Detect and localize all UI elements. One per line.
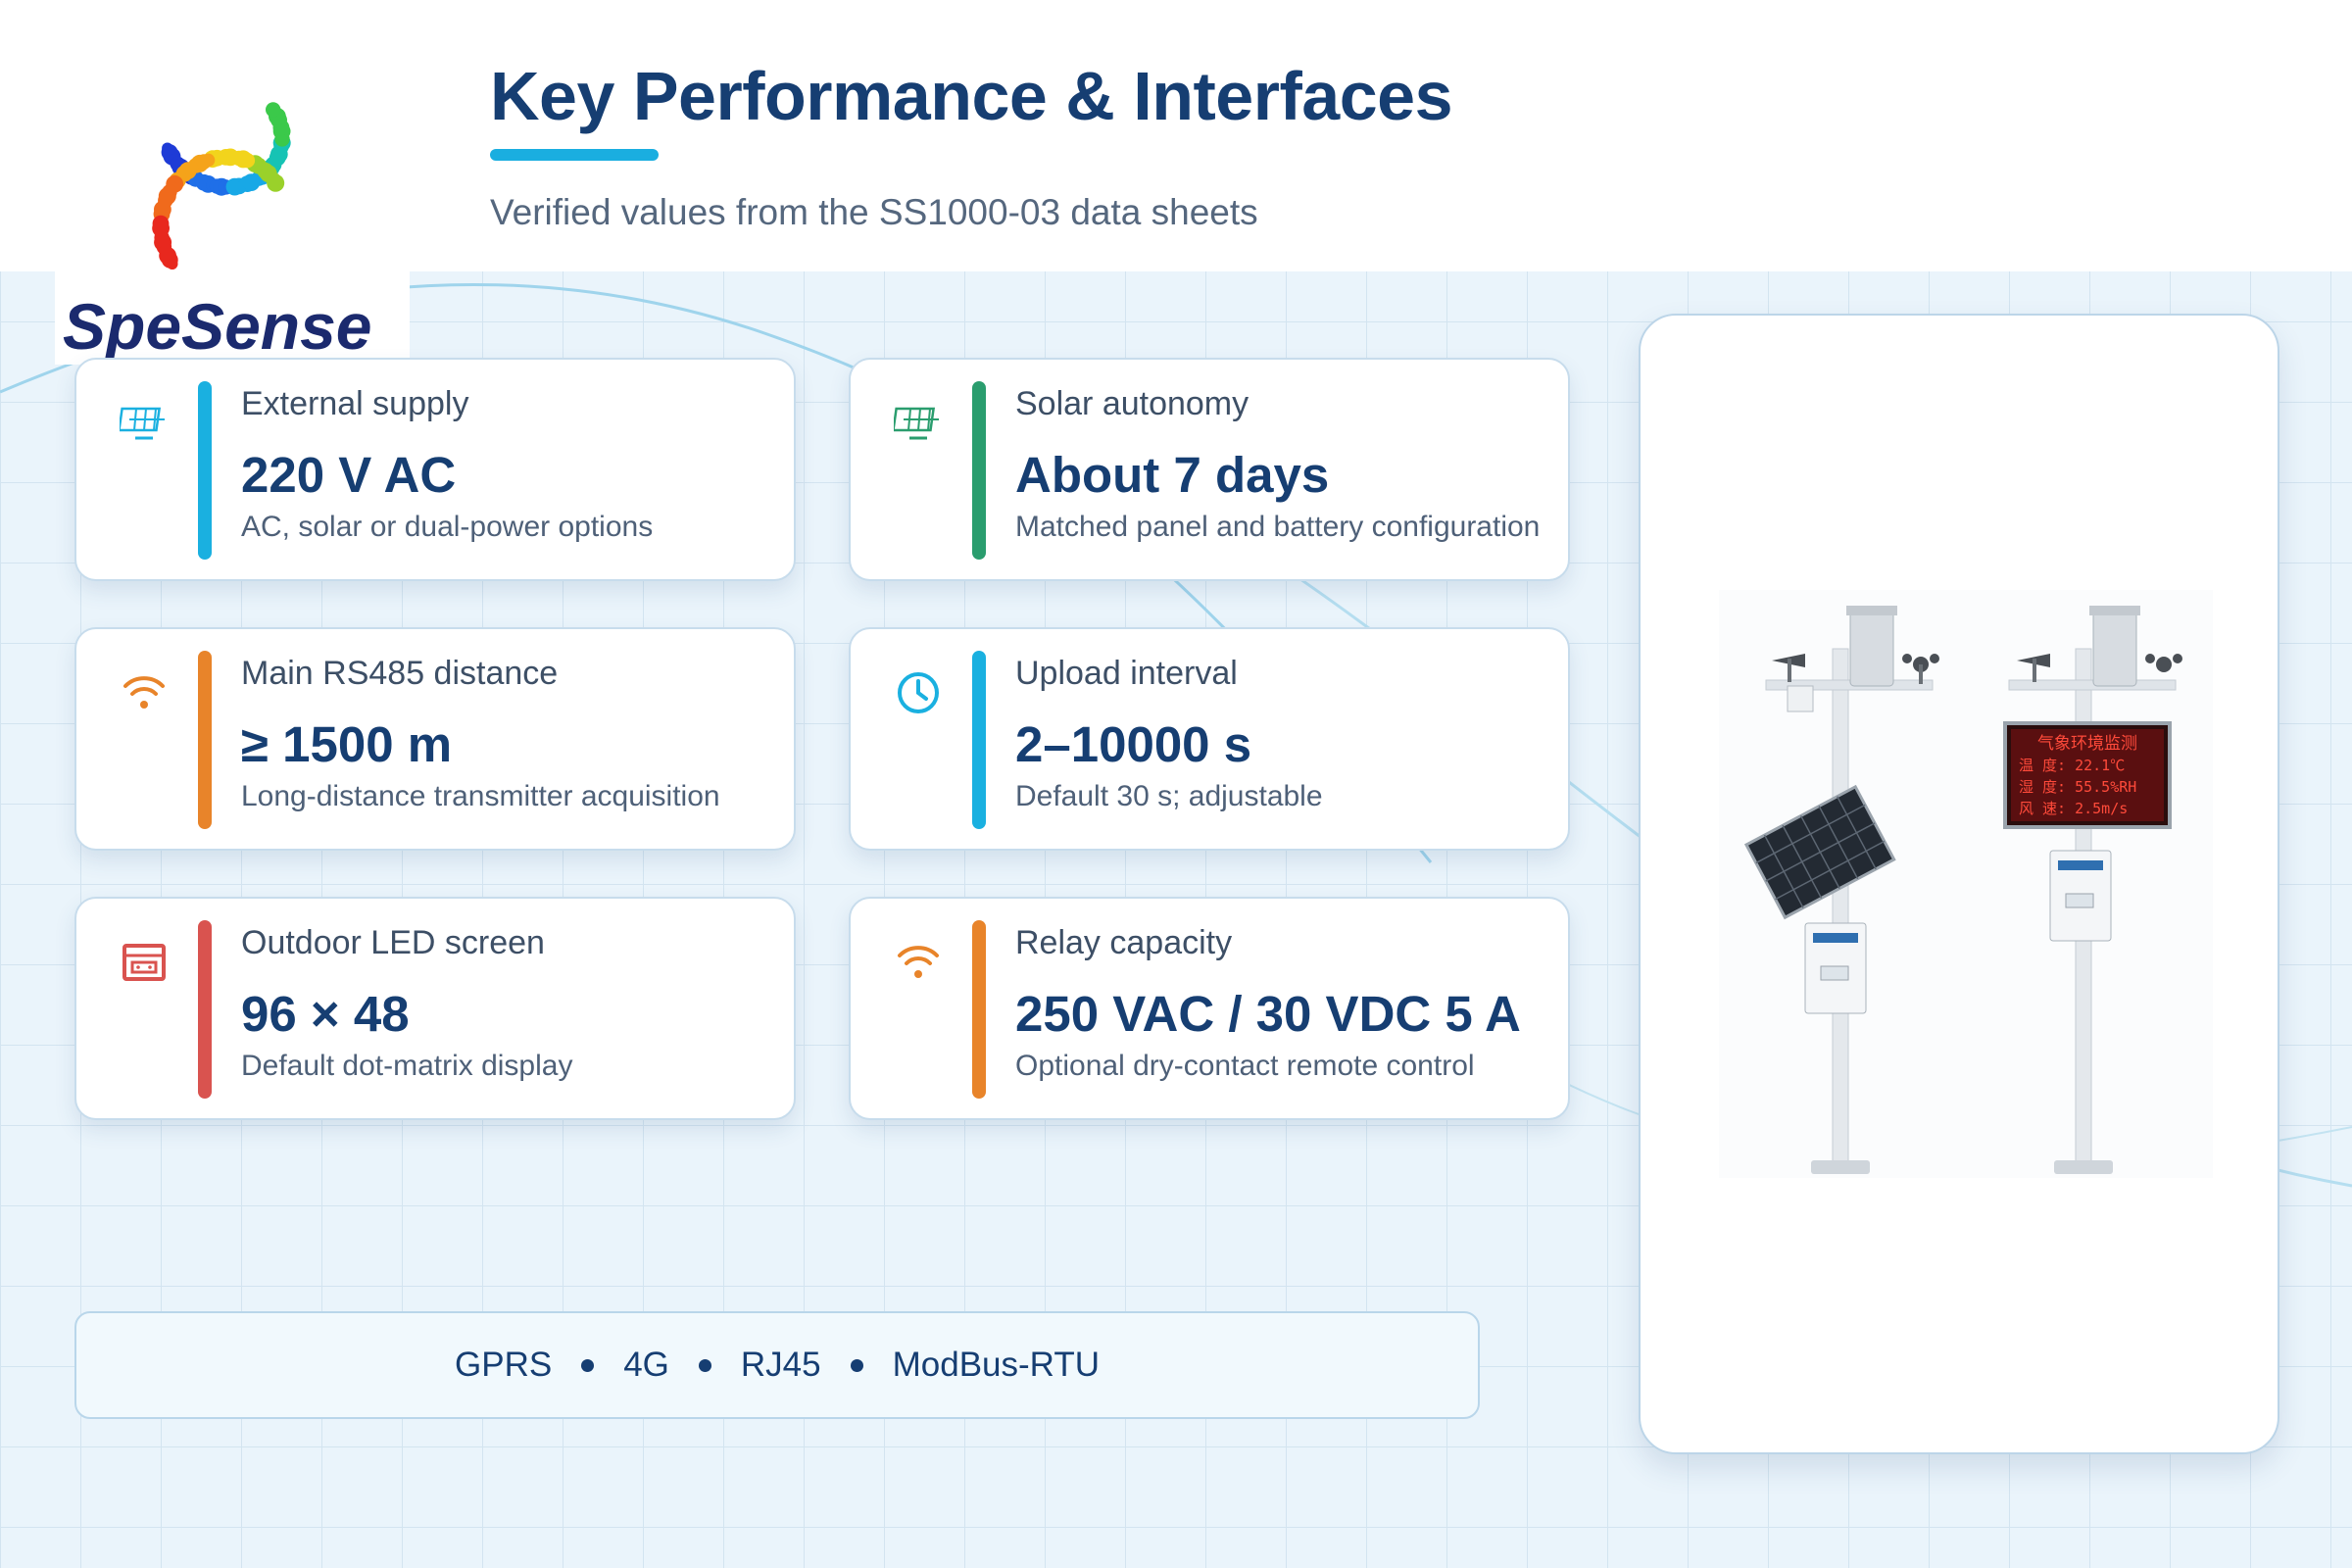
title-underline bbox=[490, 149, 659, 161]
logo-dot bbox=[167, 258, 178, 270]
spesense-logo: SpeSense bbox=[55, 33, 410, 365]
bullet-dot bbox=[850, 1358, 863, 1372]
led-line-2: 温 度: 22.1℃ bbox=[2019, 757, 2125, 774]
led-line-1: 气象环境监测 bbox=[2037, 734, 2137, 754]
protocol-bar: GPRS 4G RJ45 ModBus-RTU bbox=[74, 1311, 1480, 1419]
card-note: AC, solar or dual-power options bbox=[241, 511, 654, 543]
protocol-rj45: RJ45 bbox=[740, 1346, 821, 1384]
solar-panel-icon bbox=[118, 399, 169, 448]
accent-bar bbox=[972, 381, 986, 560]
logo-dot bbox=[266, 102, 281, 118]
protocol-modbus-rtu: ModBus-RTU bbox=[892, 1346, 1100, 1384]
protocol-4g: 4G bbox=[623, 1346, 669, 1384]
accent-bar bbox=[198, 920, 212, 1099]
logo-wordmark: SpeSense bbox=[63, 290, 372, 363]
card-value: 96 × 48 bbox=[241, 986, 410, 1042]
card-label: Solar autonomy bbox=[1015, 385, 1250, 422]
card-note: Default dot-matrix display bbox=[241, 1050, 573, 1082]
card-external-supply: External supply 220 V AC AC, solar or du… bbox=[74, 358, 796, 581]
page-title: Key Performance & Interfaces bbox=[490, 58, 1453, 134]
solar-panel-icon bbox=[892, 399, 943, 448]
card-label: Upload interval bbox=[1015, 655, 1238, 692]
bullet-dot bbox=[698, 1358, 711, 1372]
card-label: Main RS485 distance bbox=[241, 655, 559, 692]
card-value: 2–10000 s bbox=[1015, 716, 1252, 772]
led-display-icon bbox=[120, 938, 169, 987]
page-subtitle: Verified values from the SS1000-03 data … bbox=[490, 192, 1258, 232]
card-note: Matched panel and battery configuration bbox=[1015, 511, 1541, 543]
accent-bar bbox=[972, 651, 986, 829]
card-led-screen: Outdoor LED screen 96 × 48 Default dot-m… bbox=[74, 897, 796, 1120]
card-upload-interval: Upload interval 2–10000 s Default 30 s; … bbox=[849, 627, 1570, 851]
product-image-panel: 气象环境监测 温 度: 22.1℃ 湿 度: 55.5%RH 风 速: 2.5m… bbox=[1639, 314, 2279, 1454]
accent-bar bbox=[972, 920, 986, 1099]
card-label: Relay capacity bbox=[1015, 924, 1233, 961]
card-value: ≥ 1500 m bbox=[241, 716, 453, 772]
wifi-icon bbox=[894, 938, 943, 987]
card-rs485-distance: Main RS485 distance ≥ 1500 m Long-distan… bbox=[74, 627, 796, 851]
led-line-4: 风 速: 2.5m/s bbox=[2019, 800, 2128, 817]
card-note: Long-distance transmitter acquisition bbox=[241, 780, 720, 812]
card-note: Optional dry-contact remote control bbox=[1015, 1050, 1475, 1082]
wifi-icon bbox=[120, 668, 169, 717]
accent-bar bbox=[198, 651, 212, 829]
bullet-dot bbox=[581, 1358, 595, 1372]
clock-icon bbox=[894, 668, 943, 717]
weather-station-illustration: 气象环境监测 温 度: 22.1℃ 湿 度: 55.5%RH 风 速: 2.5m… bbox=[1719, 590, 2213, 1178]
card-value: 250 VAC / 30 VDC 5 A bbox=[1015, 986, 1521, 1042]
protocol-gprs: GPRS bbox=[455, 1346, 553, 1384]
accent-bar bbox=[198, 381, 212, 560]
card-solar-autonomy: Solar autonomy About 7 days Matched pane… bbox=[849, 358, 1570, 581]
card-value: 220 V AC bbox=[241, 447, 457, 503]
card-relay-capacity: Relay capacity 250 VAC / 30 VDC 5 A Opti… bbox=[849, 897, 1570, 1120]
card-label: Outdoor LED screen bbox=[241, 924, 545, 961]
led-line-3: 湿 度: 55.5%RH bbox=[2019, 778, 2136, 796]
card-value: About 7 days bbox=[1015, 447, 1330, 503]
card-note: Default 30 s; adjustable bbox=[1015, 780, 1323, 812]
card-label: External supply bbox=[241, 385, 469, 422]
